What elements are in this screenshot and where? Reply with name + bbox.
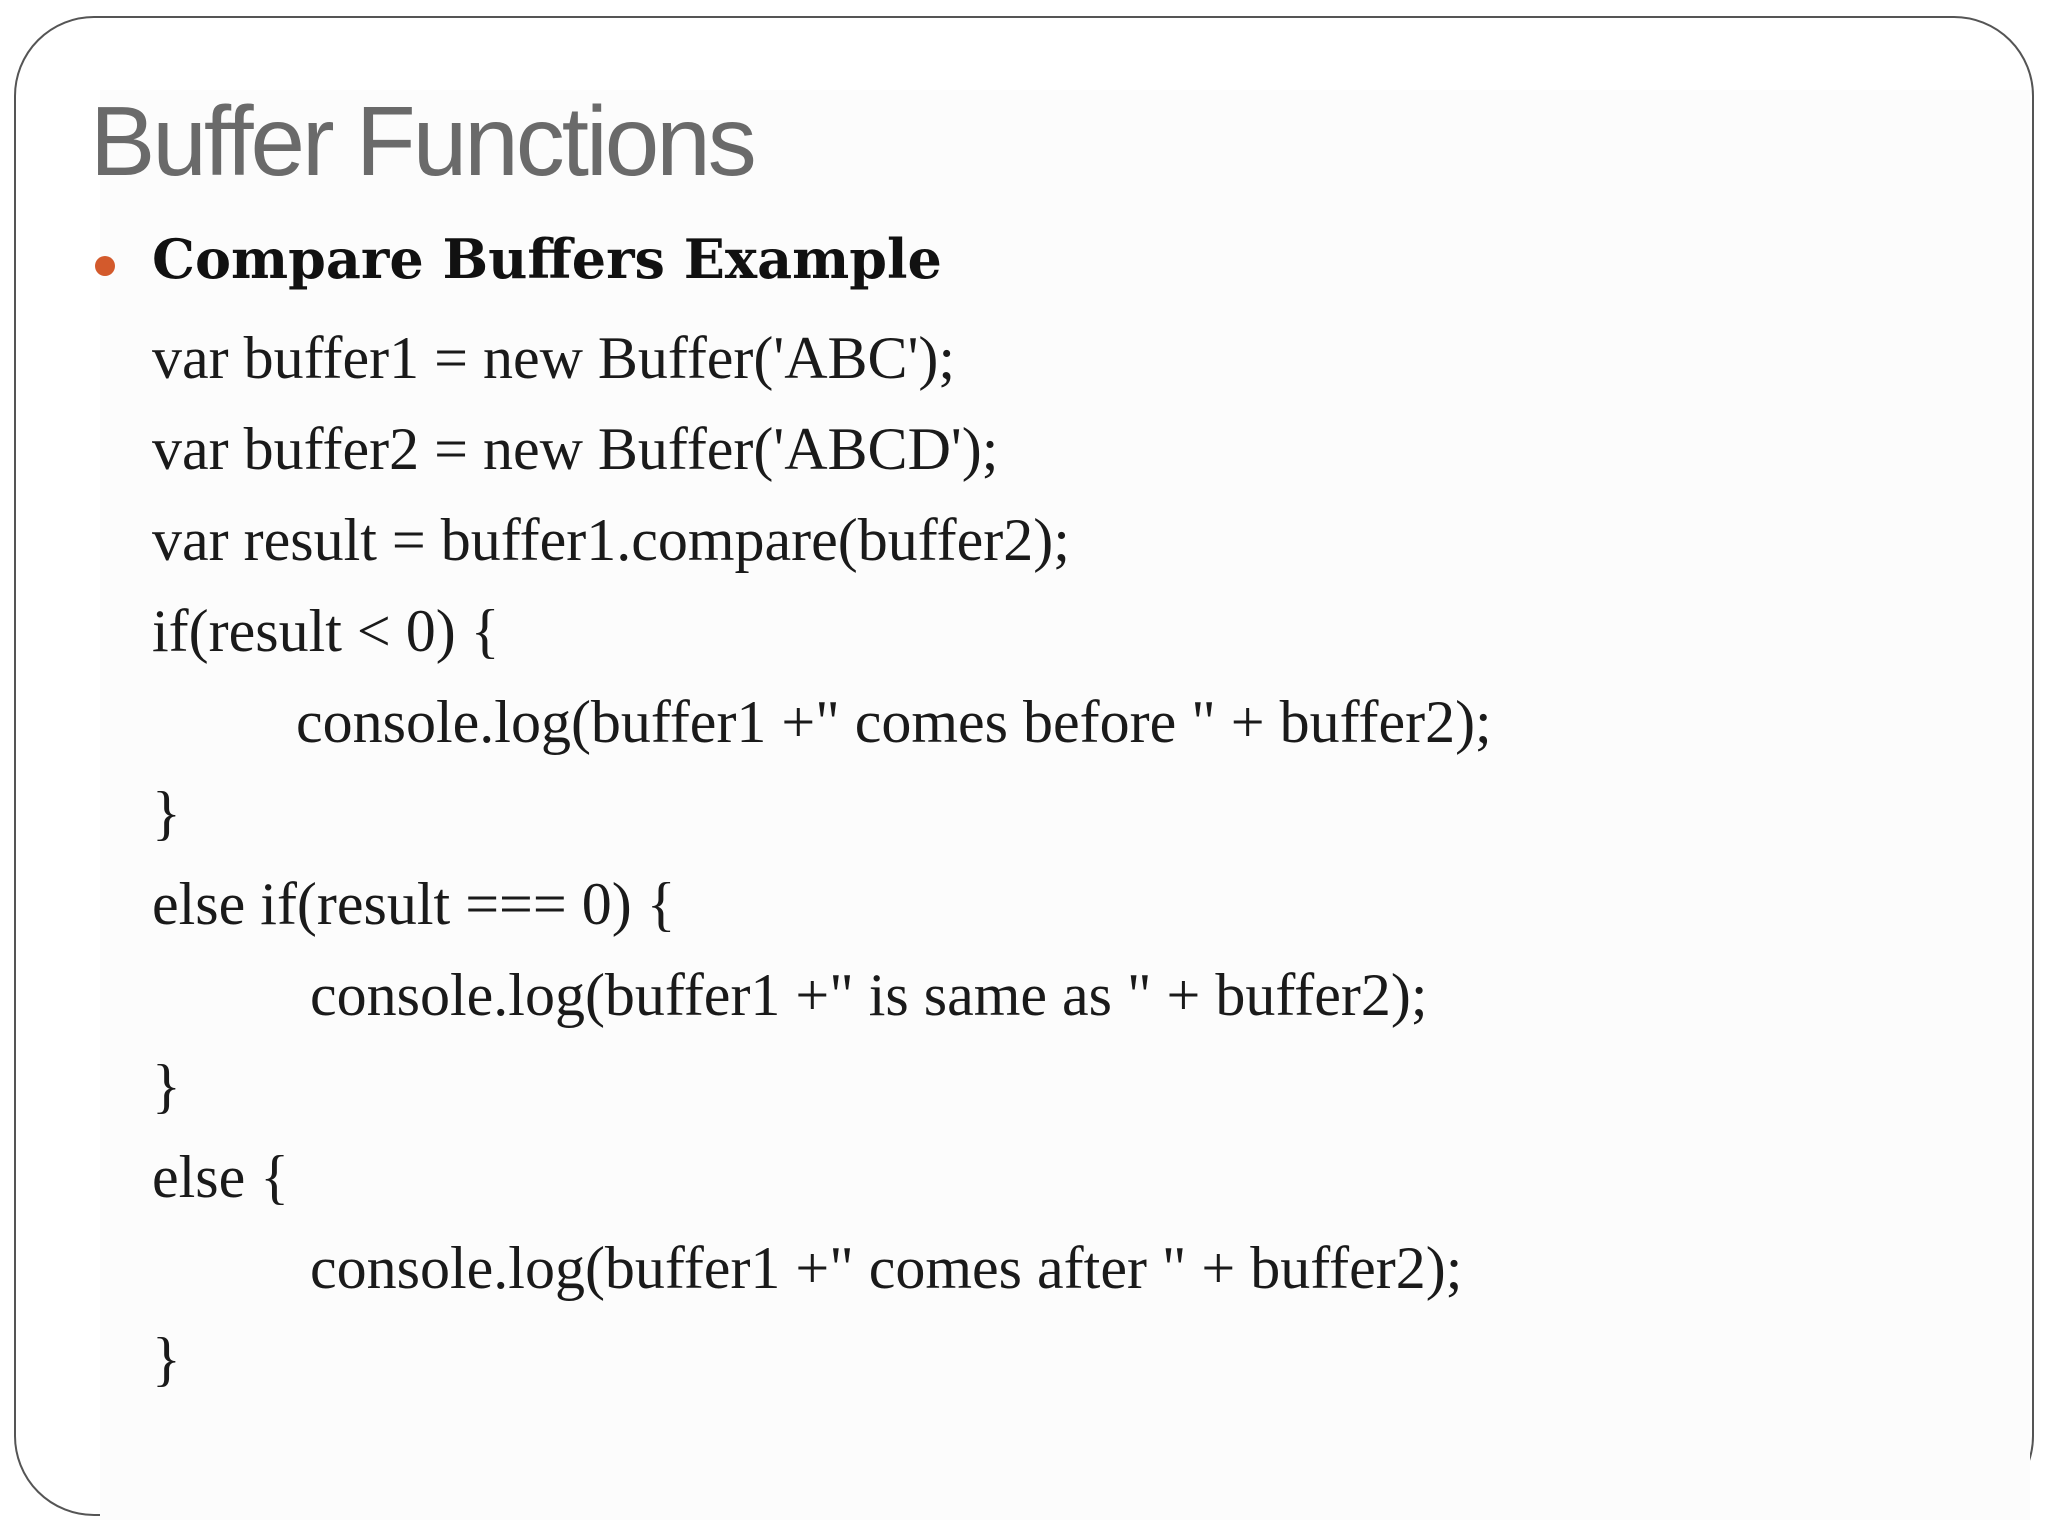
code-line: console.log(buffer1 +" comes before " + …: [296, 689, 1492, 755]
code-line: var buffer1 = new Buffer('ABC');: [152, 325, 956, 391]
code-line: var buffer2 = new Buffer('ABCD');: [152, 416, 999, 482]
bullet-dot-icon: [95, 256, 115, 276]
bullet-heading: Compare Buffers Example: [152, 227, 942, 291]
code-line: console.log(buffer1 +" comes after " + b…: [310, 1235, 1463, 1301]
code-line: console.log(buffer1 +" is same as " + bu…: [310, 962, 1428, 1028]
slide-title: Buffer Functions: [90, 86, 757, 196]
slide-content-area: [100, 90, 2030, 1520]
code-line: else if(result === 0) {: [152, 871, 676, 937]
code-line: var result = buffer1.compare(buffer2);: [152, 507, 1070, 573]
code-line: }: [152, 1053, 181, 1119]
code-line: else {: [152, 1144, 290, 1210]
code-line: }: [152, 780, 181, 846]
code-line: }: [152, 1326, 181, 1392]
code-line: if(result < 0) {: [152, 598, 500, 664]
